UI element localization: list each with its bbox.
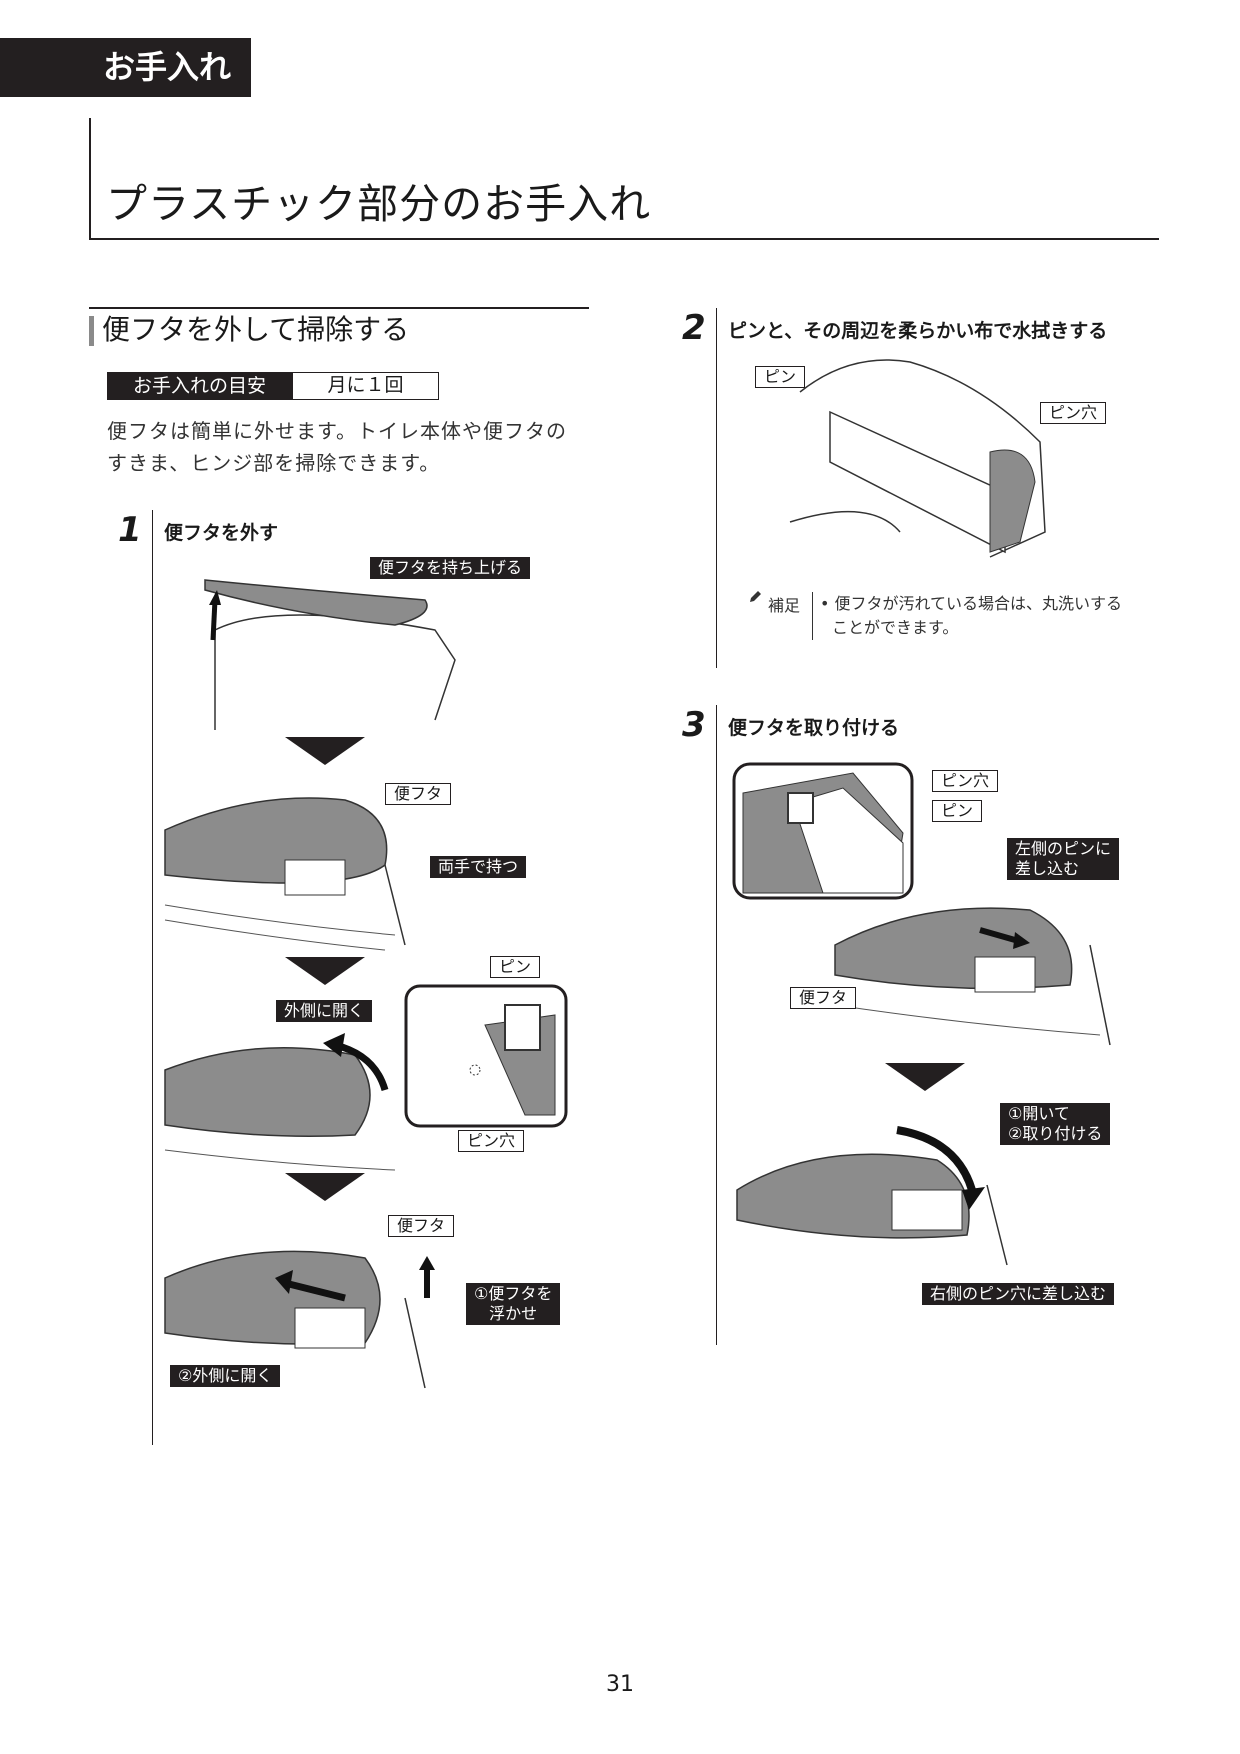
label-insert-left-line-2: 差し込む [1015, 859, 1080, 878]
step-3-title: 便フタを取り付ける [728, 717, 900, 739]
pin-insert-inset-illustration [732, 762, 914, 900]
title-rule-horizontal [89, 238, 1159, 240]
label-lid-b: 便フタ [388, 1215, 455, 1237]
label-open-attach-line-1: ①開いて [1008, 1104, 1070, 1123]
chevron-down-icon [285, 1173, 365, 1201]
title-rule-vertical [89, 118, 91, 240]
page-title: プラスチック部分のお手入れ [106, 180, 652, 228]
label-open-outward: 外側に開く [276, 1000, 373, 1022]
note-separator [812, 592, 813, 640]
label-pin-step1: ピン [490, 956, 541, 978]
label-pin-hole-step1: ピン穴 [458, 1130, 525, 1152]
page-number: 31 [606, 1672, 634, 1697]
float-lid-illustration [164, 1250, 435, 1389]
care-guide-label: お手入れの目安 [107, 372, 292, 400]
chevron-down-icon [285, 957, 365, 985]
label-pin-step3: ピン [932, 800, 983, 822]
intro-line-1: 便フタは簡単に外せます。トイレ本体や便フタの [107, 419, 567, 443]
step-3-number: 3 [682, 705, 706, 745]
note-line-1: • 便フタが汚れている場合は、丸洗いする [820, 594, 1123, 613]
step-1-title: 便フタを外す [164, 522, 279, 544]
pencil-icon [750, 591, 761, 602]
subsection-title: 便フタを外して掃除する [102, 313, 410, 346]
step-1-number: 1 [118, 510, 142, 550]
subsection-bar [89, 316, 94, 346]
label-pin-hole-step2: ピン穴 [1040, 402, 1107, 424]
label-float-lid-line-2: 浮かせ [489, 1304, 538, 1323]
step-2-line [716, 308, 717, 668]
label-pin-step2: ピン [755, 366, 806, 388]
open-outward-illustration [164, 1033, 396, 1171]
note-label: 補足 [768, 596, 801, 615]
hold-lid-illustration [164, 797, 406, 951]
chevron-down-icon [285, 737, 365, 765]
section-tab: お手入れ [0, 38, 251, 97]
care-guide-value: 月に１回 [292, 372, 439, 400]
intro-line-2: すきま、ヒンジ部を掃除できます。 [107, 451, 441, 475]
note-text: • 便フタが汚れている場合は、丸洗いする ことができます。 [820, 592, 1140, 640]
label-lid-step3: 便フタ [790, 987, 857, 1009]
pin-cleaning-illustration [789, 359, 1046, 558]
label-open-attach-line-2: ②取り付ける [1008, 1124, 1103, 1143]
label-insert-left-line-1: 左側のピンに [1015, 839, 1112, 858]
label-insert-right-hole: 右側のピン穴に差し込む [922, 1283, 1115, 1305]
step-2-number: 2 [682, 308, 706, 348]
label-hold-both-hands: 両手で持つ [430, 856, 527, 878]
label-insert-left-pin: 左側のピンに 差し込む [1007, 838, 1120, 880]
label-lid-a: 便フタ [385, 783, 452, 805]
label-float-lid-line-1: ①便フタを [474, 1284, 553, 1303]
label-pin-hole-step3: ピン穴 [932, 770, 999, 792]
step-2-title: ピンと、その周辺を柔らかい布で水拭きする [728, 320, 1108, 342]
close-lid-illustration [736, 1126, 1008, 1266]
intro-text: 便フタは簡単に外せます。トイレ本体や便フタの すきま、ヒンジ部を掃除できます。 [107, 415, 597, 479]
chevron-down-icon [885, 1063, 965, 1091]
step-3-line [716, 705, 717, 1345]
label-open-outward-2: ②外側に開く [170, 1365, 281, 1387]
lift-lid-illustration [204, 579, 456, 730]
step-1-line [152, 510, 153, 1445]
label-lift-lid: 便フタを持ち上げる [370, 557, 531, 579]
attach-lid-illustration [834, 907, 1111, 1046]
label-float-lid: ①便フタを 浮かせ [466, 1283, 561, 1325]
label-open-attach: ①開いて ②取り付ける [1000, 1103, 1111, 1145]
note-line-2: ことができます。 [832, 618, 959, 637]
subsection-rule [89, 307, 589, 309]
pin-inset-illustration [404, 984, 568, 1128]
